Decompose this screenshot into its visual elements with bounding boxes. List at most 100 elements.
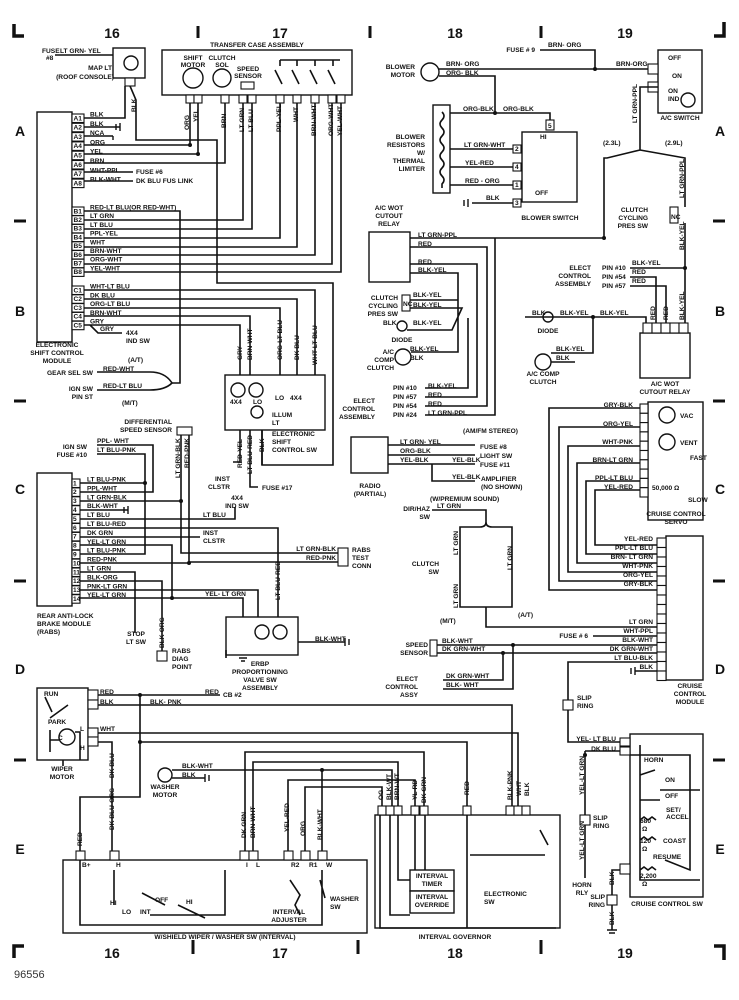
pin-label: A3: [74, 134, 83, 141]
wire-label: CONTROL: [342, 406, 375, 413]
clutch-cycling-pressure-switch: [401, 294, 411, 312]
connector-pin: [71, 178, 85, 189]
washer-motor: [157, 767, 173, 783]
wire-label: YEL-WHT: [90, 265, 120, 272]
wire-label: OFF: [665, 793, 678, 800]
wire-label: MODULE: [676, 699, 705, 706]
wire-label: H: [80, 745, 85, 752]
pin-label: 12: [73, 578, 81, 585]
wire-label: YEL- LT BLU: [576, 736, 616, 743]
splice-dot: [583, 753, 587, 757]
wire-label: RADIO: [359, 483, 380, 490]
wire-label: (M/T): [122, 400, 138, 407]
speed-sensor: [429, 639, 438, 657]
wire-label: GEAR SEL SW: [47, 370, 94, 377]
wire-label: GRY: [100, 326, 115, 333]
wire-label: CONTROL: [385, 684, 418, 691]
wire-label: SPEED: [237, 66, 260, 73]
wire-label: Ω: [642, 881, 648, 888]
wire-label: A/C WOT: [651, 381, 680, 388]
pin-label: A8: [74, 180, 83, 187]
wire-label: PPL-YEL: [90, 231, 118, 238]
wire-label: DK BLU: [109, 753, 116, 778]
wire-label: CLSTR: [208, 484, 230, 491]
pin-label: C5: [74, 323, 83, 330]
wire-label: INST: [203, 530, 218, 537]
wire-label: MAP LT: [88, 65, 112, 72]
wire-label: BLK: [90, 112, 104, 119]
wire-label: PIN #54: [393, 403, 417, 410]
connector-pin: [639, 431, 649, 442]
wire-label: LT GRN- YEL: [400, 439, 441, 446]
wire-label: LO: [122, 909, 131, 916]
wire-label: PPL-YEL: [276, 104, 283, 132]
wire-label: LT GRN: [453, 584, 460, 608]
wire-label: VENT: [680, 440, 698, 447]
wire-label: RED-PNK: [87, 557, 117, 564]
grid-row-label: C: [715, 481, 725, 497]
wire-label: ORG-BLK: [400, 448, 431, 455]
wire-label: A/C: [383, 349, 395, 356]
wire-label: DK BLU: [591, 746, 616, 753]
wire-label: DIAG: [172, 656, 188, 663]
wire-label: YEL-RED: [284, 803, 291, 832]
wire-label: 4X4: [126, 330, 138, 337]
wire-label: BLK-YEL: [413, 302, 442, 309]
wire-label: FUSE # 9: [506, 47, 535, 54]
wire-label: DIR/HAZ: [403, 506, 430, 513]
wire-label: (PARTIAL): [354, 491, 386, 498]
wire-label: ILLUM: [272, 412, 293, 419]
wire-label: DK GRN-WHT: [610, 646, 653, 653]
wire-label: ORG-BLK: [463, 106, 494, 113]
wire-label: WIPER: [51, 766, 73, 773]
wire-label: BLK: [609, 911, 616, 925]
connector-pin: [656, 537, 667, 549]
wire-label: DK BLU FUS LINK: [136, 178, 193, 185]
wire-label: LT GRN-PPL: [632, 84, 639, 123]
wire-label: ASSEMBLY: [339, 414, 376, 421]
splice-dot: [493, 111, 497, 115]
grid-column-label: 17: [272, 945, 288, 961]
wire-label: BLK-YEL: [560, 310, 589, 317]
wire-label: (NO SHOWN): [481, 484, 522, 491]
wire-label: YEL-LT GRN: [579, 756, 586, 795]
wire-label: LO: [253, 399, 262, 406]
wire-label: (2.9L): [665, 140, 683, 147]
connector-pin: [639, 487, 649, 498]
wire-label: WHT: [293, 107, 300, 122]
wire-label: ON: [672, 73, 682, 80]
wire-label: BLK-YEL: [600, 310, 629, 317]
wire-label: SET/: [666, 807, 681, 814]
connector-pin: [656, 622, 667, 634]
wire-label: ORG-YEL: [623, 572, 653, 579]
wire-label: RED: [418, 259, 432, 266]
wire-label: SHIFT CONTROL: [30, 350, 83, 357]
wire-label: DK GRN: [421, 777, 428, 803]
rabs-test-connector: [337, 547, 349, 567]
wire-label: SHIFT: [183, 55, 202, 62]
pin-label: B3: [74, 226, 83, 233]
wire-label: PPL- WHT: [97, 438, 129, 445]
wire-label: CONTROL SW: [272, 447, 318, 454]
wire-label: RED: [632, 278, 646, 285]
wire-label: RED: [77, 832, 84, 846]
wire-label: YEL-LT GRN: [87, 592, 126, 599]
pin-label: A6: [74, 162, 83, 169]
wire-label: FUSE #6: [136, 169, 163, 176]
wire-label: INT: [140, 909, 151, 916]
pin-label: B5: [74, 243, 83, 250]
connector-pin: [71, 320, 85, 331]
wire-label: BLK-YEL: [556, 346, 585, 353]
wire-label: PIN #10: [393, 385, 417, 392]
pin-label: C1: [74, 287, 83, 294]
wire-label: IND SW: [126, 338, 151, 345]
wire-label: OFF: [155, 897, 168, 904]
wire-label: BLK-WT: [386, 774, 393, 800]
rabs-module: [36, 472, 73, 607]
wire-label: LT BLU-BLK: [614, 655, 653, 662]
splice-dot: [593, 67, 597, 71]
wire-label: INST: [215, 476, 230, 483]
wire-label: BLK-ORG: [159, 617, 166, 648]
wire-label: CUTOUT RELAY: [640, 389, 692, 396]
